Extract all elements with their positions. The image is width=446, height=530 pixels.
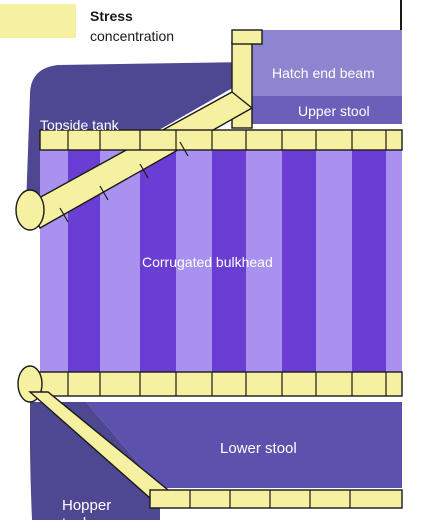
corrugated-bulkhead xyxy=(40,150,402,372)
label-topside-tank: Topside tank xyxy=(40,117,120,133)
hatch-end-beam xyxy=(246,30,402,96)
corrugation-strip xyxy=(316,150,352,372)
label-upper-stool: Upper stool xyxy=(298,103,370,119)
label-corrugated-bulkhead: Corrugated bulkhead xyxy=(142,254,273,270)
stress-zone-topside-slope xyxy=(27,91,254,229)
label-hopper-line1: Hopper xyxy=(62,497,111,514)
stiffener-line xyxy=(139,163,149,179)
corrugation-strip xyxy=(246,150,282,372)
legend: Stress concentration xyxy=(0,4,174,44)
corrugation-strip xyxy=(386,150,402,372)
stress-zones xyxy=(15,29,403,509)
legend-swatch xyxy=(0,4,76,38)
legend-title-line1: Stress xyxy=(90,8,133,24)
upper-stool xyxy=(246,96,402,124)
stiffener-line xyxy=(99,185,109,201)
corrugation-strip xyxy=(282,150,316,372)
stiffener-line xyxy=(59,207,69,223)
corrugation-strip xyxy=(352,150,386,372)
stress-zone-hatch-top xyxy=(231,29,263,45)
stress-zone-upper-band xyxy=(39,129,403,151)
hopper-tank xyxy=(30,402,160,520)
corrugation-strip xyxy=(140,150,176,372)
corrugation-strip xyxy=(40,150,68,372)
corrugation-strip xyxy=(176,150,212,372)
stiffener-lines xyxy=(59,130,387,508)
stress-zone-upper-left-bulge xyxy=(15,189,45,231)
label-lower-stool: Lower stool xyxy=(220,440,297,457)
stress-zone-bottom-band xyxy=(149,489,403,509)
stiffener-line xyxy=(179,141,189,157)
label-hopper-line2: tank xyxy=(62,515,91,530)
legend-title-line2: concentration xyxy=(90,28,174,44)
lower-stool xyxy=(86,402,402,488)
label-hatch-end-beam: Hatch end beam xyxy=(272,65,375,81)
stress-zone-lower-band xyxy=(29,371,403,397)
corrugation-strip xyxy=(212,150,246,372)
